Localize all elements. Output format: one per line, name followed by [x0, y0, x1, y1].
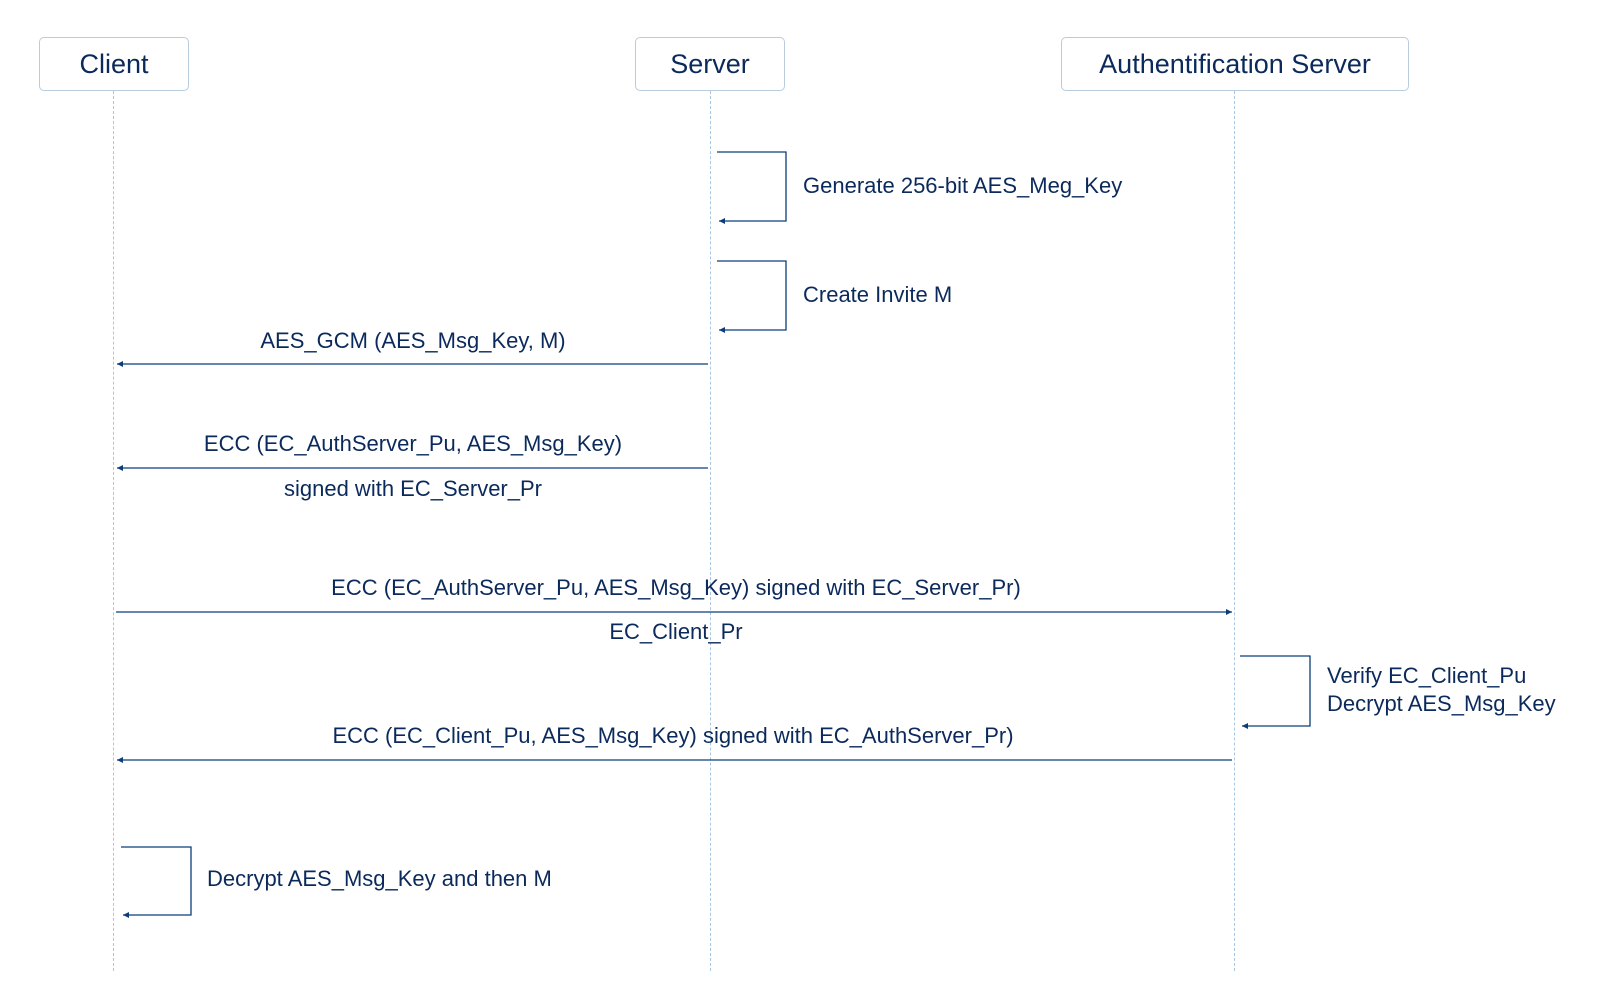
- step-verify-line2: Decrypt AES_Msg_Key: [1327, 691, 1556, 716]
- self-arrow-decrypt-final: [121, 846, 192, 918]
- message-ecc-server-label: ECC (EC_AuthServer_Pu, AES_Msg_Key): [203, 431, 623, 456]
- actor-client-label: Client: [79, 48, 149, 79]
- step-decrypt-final-label: Decrypt AES_Msg_Key and then M: [207, 866, 552, 891]
- lifeline-client: [113, 91, 114, 971]
- lifeline-auth-server: [1234, 91, 1235, 971]
- self-arrow-create-invite: [717, 260, 787, 333]
- message-client-to-auth-label: ECC (EC_AuthServer_Pu, AES_Msg_Key) sign…: [331, 575, 1021, 600]
- message-client-to-auth-sublabel: EC_Client_Pr: [609, 619, 743, 644]
- actor-server-label: Server: [670, 48, 750, 79]
- lifeline-server: [710, 91, 711, 971]
- step-generate-key-label: Generate 256-bit AES_Meg_Key: [803, 173, 1123, 198]
- actor-server: Server: [635, 37, 785, 91]
- actor-auth-server: Authentification Server: [1061, 37, 1409, 91]
- step-create-invite-label: Create Invite M: [803, 282, 953, 307]
- message-ecc-server-sublabel: signed with EC_Server_Pr: [283, 476, 543, 501]
- self-arrow-verify: [1240, 655, 1311, 729]
- actor-client: Client: [39, 37, 189, 91]
- message-aes-gcm-label: AES_GCM (AES_Msg_Key, M): [260, 328, 566, 353]
- self-arrow-generate-key: [717, 151, 787, 224]
- actor-auth-server-label: Authentification Server: [1099, 48, 1371, 79]
- step-verify-line1: Verify EC_Client_Pu: [1327, 663, 1527, 688]
- message-auth-to-client-label: ECC (EC_Client_Pu, AES_Msg_Key) signed w…: [332, 723, 1014, 748]
